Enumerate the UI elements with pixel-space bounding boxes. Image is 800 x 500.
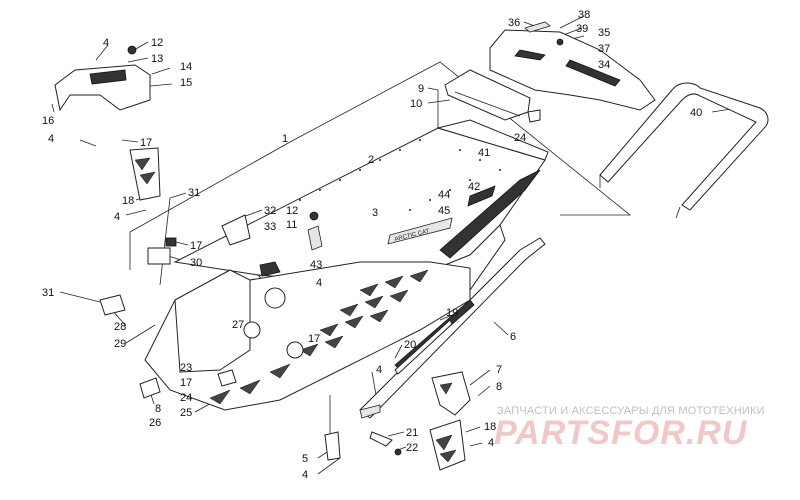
callout-45: 45 [438, 205, 450, 217]
callout-4-bottom-right: 4 [488, 437, 494, 449]
callout-17-top-left: 17 [140, 137, 152, 149]
callout-23: 23 [180, 362, 192, 374]
callout-32: 32 [264, 205, 276, 217]
callout-31-upper: 31 [188, 187, 200, 199]
callout-18-left: 18 [122, 195, 134, 207]
callout-4-center: 4 [316, 277, 322, 289]
callout-11: 11 [286, 219, 297, 231]
callout-8-right: 8 [496, 381, 502, 393]
callout-34: 34 [598, 59, 610, 71]
rear-bumper-bar [599, 82, 769, 219]
callout-43: 43 [310, 259, 322, 271]
callout-17-center: 17 [308, 333, 320, 345]
callout-38: 38 [578, 9, 590, 21]
callout-24-top: 24 [514, 132, 526, 144]
rivet-holes [299, 139, 501, 211]
callout-labels: 1 2 3 4 4 4 4 4 4 4 5 6 7 8 8 9 10 11 12… [42, 9, 702, 481]
callout-28: 28 [114, 321, 126, 333]
callout-4-bottom: 4 [302, 469, 308, 481]
callout-4-left: 4 [114, 211, 120, 223]
callout-3: 3 [372, 207, 378, 219]
callout-14: 14 [180, 61, 192, 73]
callout-33: 33 [264, 221, 276, 233]
callout-35: 35 [598, 27, 610, 39]
small-parts [54, 45, 471, 471]
callout-40: 40 [690, 107, 702, 119]
callout-39: 39 [576, 23, 588, 35]
callout-27: 27 [232, 319, 244, 331]
callout-13: 13 [151, 53, 163, 65]
callout-4-left-mid: 4 [48, 133, 54, 145]
callout-9: 9 [418, 83, 424, 95]
callout-7: 7 [496, 364, 502, 376]
callout-31-lower: 31 [42, 287, 54, 299]
callout-4-lower-center: 4 [376, 364, 382, 376]
callout-37: 37 [598, 43, 610, 55]
callout-18-bottom-right: 18 [484, 421, 496, 433]
callout-12-mid: 12 [286, 205, 298, 217]
callout-30: 30 [190, 257, 202, 269]
running-board-rail [359, 237, 546, 419]
callout-22: 22 [406, 442, 418, 454]
footrest-cutouts [209, 269, 429, 405]
callout-26: 26 [149, 417, 161, 429]
callout-5: 5 [302, 453, 308, 465]
callout-24-bottom: 24 [180, 392, 192, 404]
watermark-logo: PARTSFOR.RU [494, 414, 748, 452]
callout-20: 20 [404, 339, 416, 351]
callout-25: 25 [180, 407, 192, 419]
rear-cargo-rack [489, 21, 656, 111]
callout-10: 10 [410, 98, 422, 110]
callout-6: 6 [510, 331, 516, 343]
callout-8-left: 8 [155, 403, 161, 415]
callout-19: 19 [446, 307, 458, 319]
callout-1: 1 [282, 133, 288, 145]
callout-44: 44 [438, 189, 450, 201]
callout-29: 29 [114, 338, 126, 350]
callout-16: 16 [42, 115, 54, 127]
callout-36: 36 [508, 17, 520, 29]
rear-cover-panel [444, 69, 541, 123]
callout-21: 21 [406, 427, 418, 439]
callout-4-top-left: 4 [103, 37, 109, 49]
callout-41: 41 [478, 147, 490, 159]
callout-12-top: 12 [151, 37, 163, 49]
watermark-caption: ЗАПЧАСТИ И АКСЕССУАРЫ ДЛЯ МОТОТЕХНИКИ [497, 405, 765, 417]
callout-2: 2 [368, 154, 374, 166]
callout-15: 15 [180, 77, 192, 89]
callout-42: 42 [468, 181, 480, 193]
callout-17-bottom-left: 17 [180, 377, 192, 389]
callout-17-left: 17 [190, 240, 202, 252]
